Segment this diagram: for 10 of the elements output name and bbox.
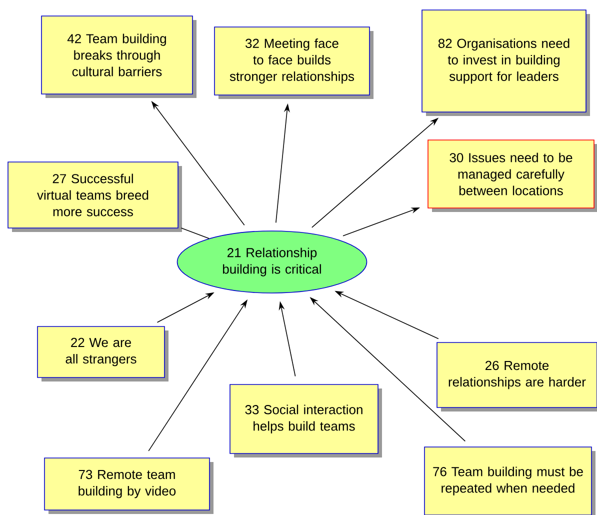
idea-box: 27 Successful virtual teams breed more success — [8, 162, 182, 232]
idea-box: 22 We are all strangers — [37, 326, 168, 382]
idea-box: 30 Issues need to be managed carefully between locations — [428, 140, 597, 212]
idea-box: 76 Team building must be repeated when needed — [424, 446, 596, 515]
idea-box: 73 Remote team building by video — [44, 458, 214, 514]
idea-box: 42 Team building breaks through cultural barriers — [41, 16, 196, 98]
idea-box: 32 Meeting face to face builds stronger relationships — [214, 26, 374, 99]
idea-box: 26 Remote relationships are harder — [436, 342, 597, 412]
idea-box: 82 Organisations need to invest in building support for leaders — [422, 10, 590, 116]
idea-box: 33 Social interaction helps build teams — [230, 384, 382, 458]
